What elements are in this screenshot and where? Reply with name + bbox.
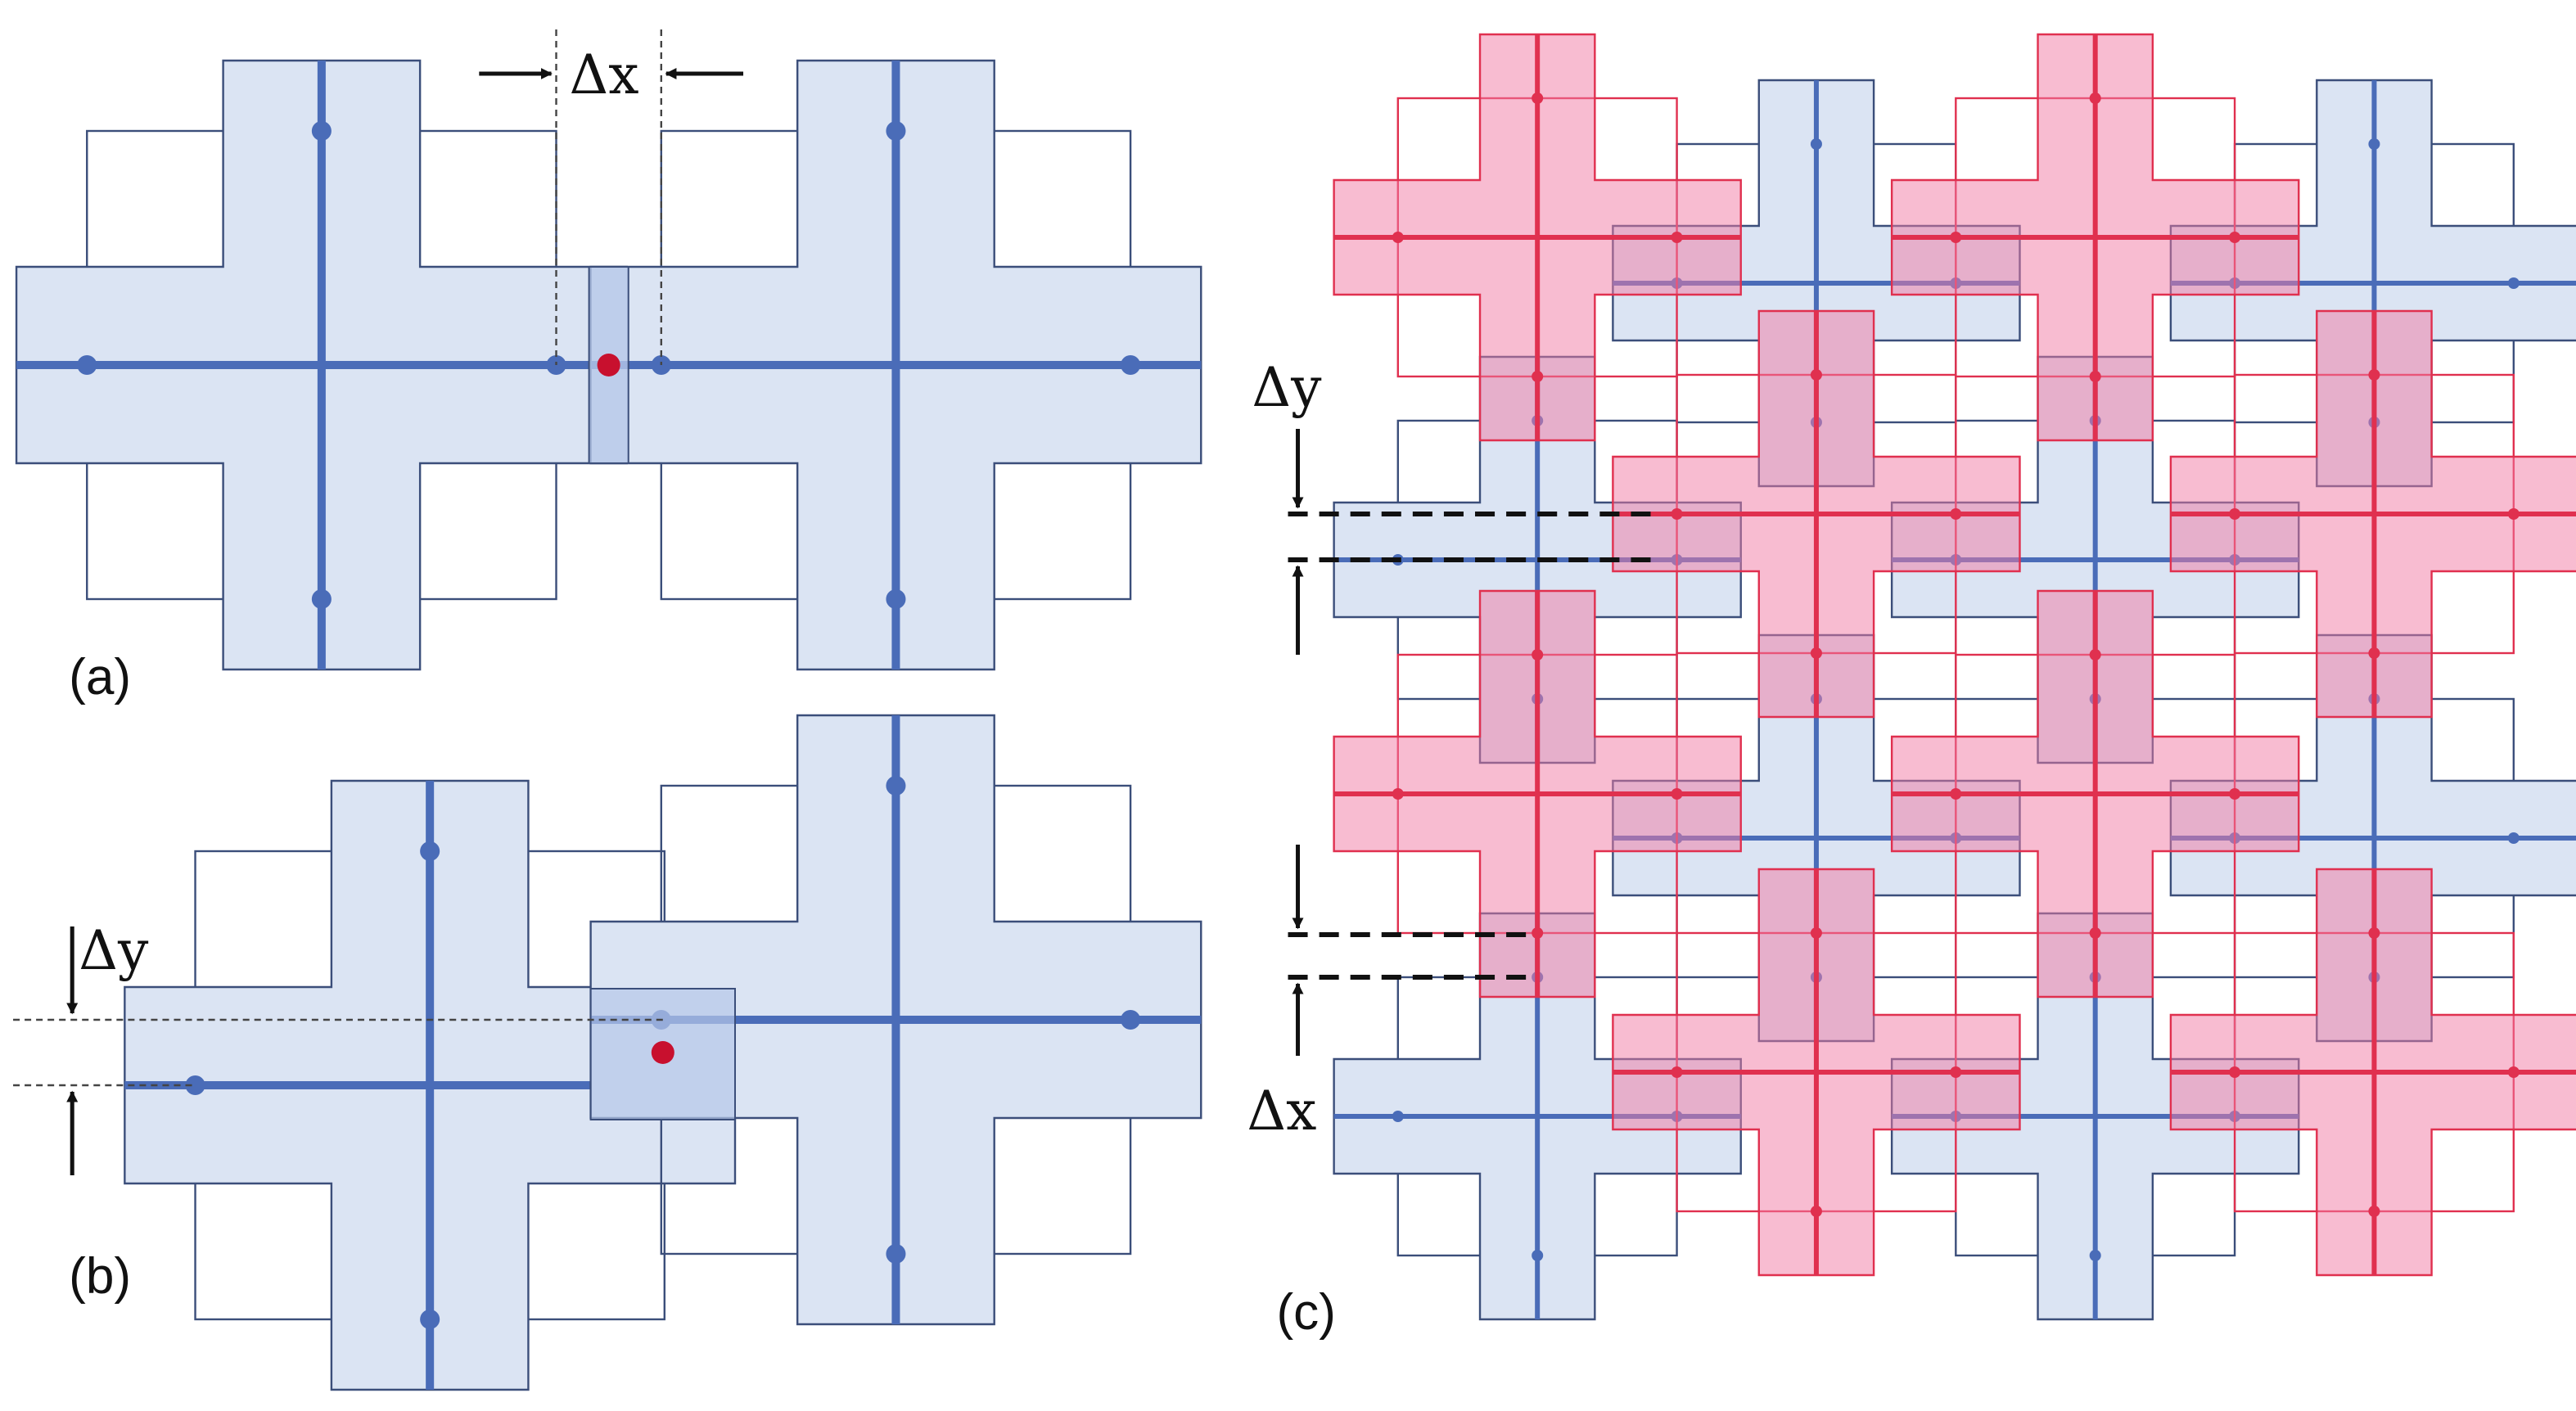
node-point: [2507, 832, 2520, 844]
panel-a: Δx (a): [15, 29, 1202, 706]
node-point: [2089, 1250, 2101, 1261]
node-point: [1810, 927, 1822, 939]
red-point-b: [651, 1041, 674, 1064]
panel-a-right-cross: [589, 59, 1202, 671]
node-point: [886, 589, 906, 609]
node-point: [2368, 647, 2380, 659]
node-point: [77, 355, 97, 375]
node-point: [1532, 1250, 1544, 1261]
node-point: [886, 776, 906, 796]
node-point: [1532, 927, 1544, 939]
node-point: [1121, 355, 1141, 375]
node-point: [2368, 1206, 2380, 1217]
node-point: [1950, 788, 1962, 800]
node-point: [1950, 508, 1962, 520]
node-point: [311, 121, 332, 141]
tiling-pink-layer: [1333, 33, 2576, 1277]
node-point: [2368, 927, 2380, 939]
node-point: [1810, 647, 1822, 659]
node-point: [2507, 277, 2520, 289]
node-point: [1950, 1066, 1962, 1078]
node-point: [1671, 508, 1683, 520]
node-point: [1950, 232, 1962, 243]
panel-b-label: (b): [69, 1248, 131, 1305]
node-point: [1392, 788, 1404, 800]
node-point: [2089, 927, 2101, 939]
node-point: [1532, 371, 1544, 382]
delta-x-label-c: Δx: [1247, 1080, 1316, 1143]
node-point: [2089, 92, 2101, 104]
node-point: [1671, 788, 1683, 800]
node-point: [1532, 92, 1544, 104]
node-point: [2368, 138, 2380, 150]
delta-x-label-a: Δx: [570, 43, 639, 106]
node-point: [420, 841, 440, 861]
node-point: [420, 1310, 440, 1329]
delta-y-label-b: Δy: [79, 919, 149, 982]
node-point: [1810, 1206, 1822, 1217]
panel-c: Δy Δx (c): [1247, 33, 2576, 1341]
node-point: [1810, 369, 1822, 381]
panel-b: Δy (b): [13, 714, 1202, 1391]
node-point: [886, 121, 906, 141]
node-point: [2229, 788, 2241, 800]
node-point: [2229, 508, 2241, 520]
node-point: [1121, 1010, 1141, 1030]
node-point: [1532, 649, 1544, 660]
node-point: [185, 1075, 205, 1095]
node-point: [2089, 649, 2101, 660]
node-point: [2507, 1066, 2520, 1078]
node-point: [2229, 232, 2241, 243]
node-point: [886, 1244, 906, 1264]
overlap-strip: [588, 266, 629, 464]
panel-a-label: (a): [69, 649, 131, 706]
node-point: [2229, 1066, 2241, 1078]
node-point: [1671, 232, 1683, 243]
node-point: [2368, 369, 2380, 381]
node-point: [1810, 138, 1822, 150]
panel-c-label: (c): [1276, 1284, 1335, 1341]
node-point: [311, 589, 332, 609]
node-point: [1392, 232, 1404, 243]
panel-a-left-cross: [15, 59, 628, 671]
node-point: [1671, 1066, 1683, 1078]
delta-y-label-c: Δy: [1252, 356, 1322, 419]
node-point: [2089, 371, 2101, 382]
node-point: [2507, 508, 2520, 520]
node-point: [1392, 1111, 1404, 1122]
red-point-a: [597, 354, 620, 376]
